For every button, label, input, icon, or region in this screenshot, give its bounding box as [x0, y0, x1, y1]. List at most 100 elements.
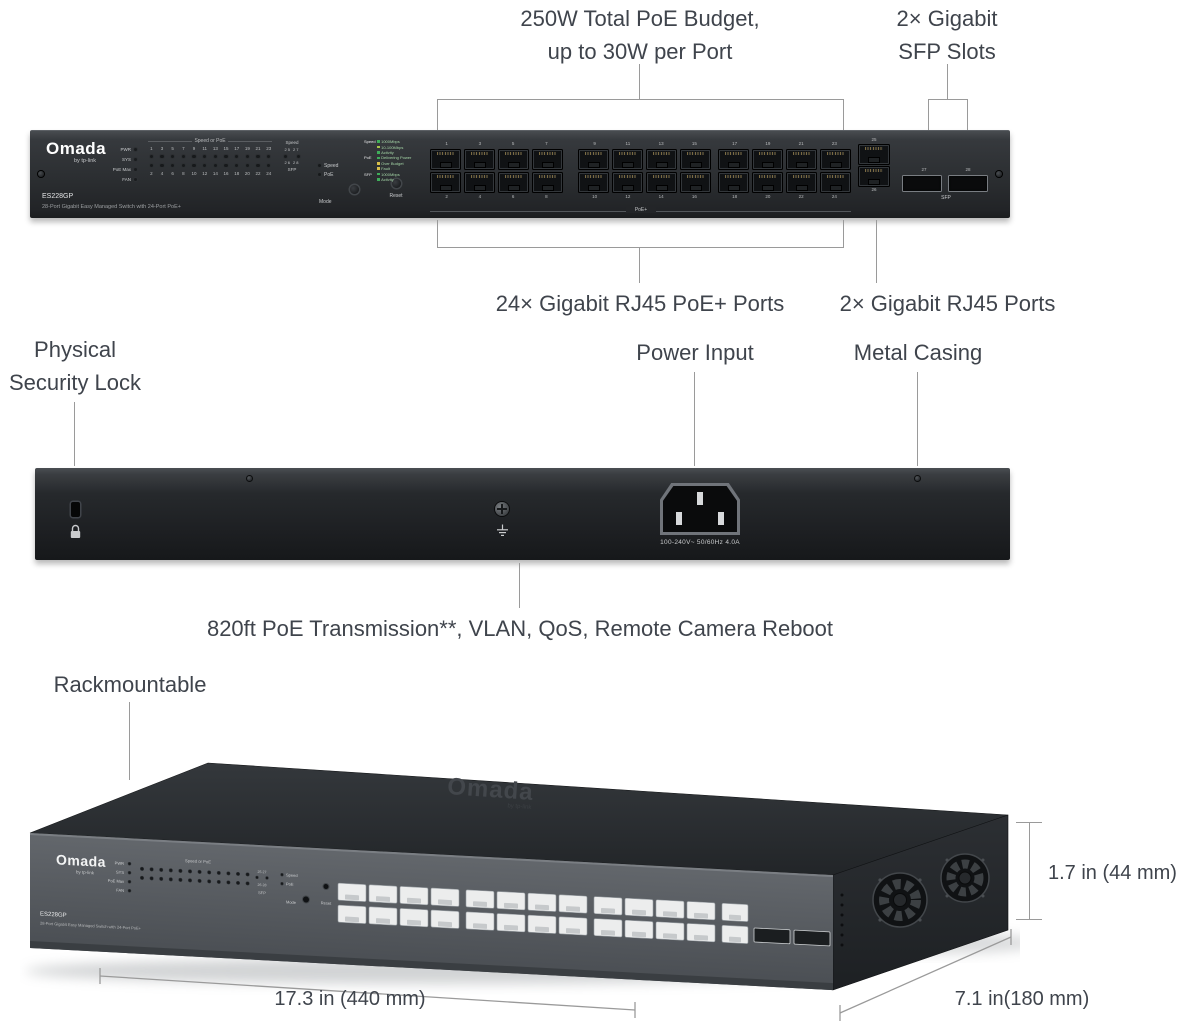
rj45-port [612, 172, 643, 193]
port-number: 3 [478, 141, 482, 146]
port-led [253, 161, 264, 170]
poe-budget-line1: 250W Total PoE Budget, [520, 6, 760, 31]
port-number-25: 25 [871, 137, 877, 142]
power-rating-label: 100-240V~ 50/60Hz 4.0A [660, 539, 740, 546]
legend-item-text: Over Budget [381, 160, 404, 166]
ground-screw [495, 502, 509, 516]
port-number: 21 [798, 141, 804, 146]
front-3d-ports [337, 882, 831, 947]
legend-group-label: PoE [364, 155, 372, 161]
callout-line [129, 702, 130, 780]
rj45-port-tab-3d [535, 926, 549, 933]
reset-button [392, 179, 401, 188]
led-grid-header: Speed or PoE [146, 137, 274, 145]
front-3d-sfp-led-block: 25 27 26 28 SFP [255, 870, 269, 895]
sfp-led-numbers-bottom: 26 28 [284, 160, 300, 165]
callout-line [74, 402, 75, 466]
rj45-port [612, 149, 643, 170]
callout-line [967, 99, 968, 130]
port-number: 10 [592, 194, 598, 199]
security-lock-line2: Security Lock [8, 370, 142, 395]
legend-color-square [377, 151, 380, 154]
sfp-led-block: Speed 25 27 26 28 SFP [279, 140, 305, 174]
front-3d-reset: Reset [321, 883, 332, 906]
reset-block: Reset [382, 179, 410, 199]
rj45-port-tab-3d [663, 933, 677, 939]
legend-row: Activity [364, 177, 426, 182]
power-pin [697, 492, 703, 505]
port-led-number: 10 [191, 171, 197, 176]
port-led-3d [140, 866, 144, 871]
dimension-line [1016, 919, 1042, 920]
side-vent-holes [840, 893, 844, 947]
port-number: 12 [625, 194, 631, 199]
rj45-port-tab-3d [345, 916, 359, 923]
port-led-3d [226, 871, 231, 876]
legend-group-label: Speed [364, 139, 376, 145]
led-row-2 [146, 161, 274, 170]
status-led-row: SYS [104, 154, 137, 164]
port-number: 7 [545, 141, 548, 146]
power-inlet [660, 483, 740, 535]
port-number: 2 [445, 194, 448, 199]
port-led [157, 161, 168, 170]
port-number: 19 [765, 141, 771, 146]
rj45-port-tab-3d [663, 911, 677, 917]
security-lock-line1: Physical [34, 337, 116, 362]
port-led-3d [245, 881, 250, 886]
status-led-label: PoE Max [108, 878, 124, 884]
rj45-port-25 [858, 144, 890, 165]
port-led-3d [159, 876, 164, 881]
port-led-number: 1 [150, 146, 153, 151]
port-led-3d [159, 867, 164, 872]
rj45-port [464, 172, 495, 193]
port-led [221, 152, 232, 161]
rj45-port [430, 149, 461, 170]
rj45-port-tab-3d [632, 909, 646, 916]
panel-screw [996, 171, 1002, 177]
port-led [157, 152, 168, 161]
callout-line [928, 99, 968, 100]
switch-3d-view: Omada by tp-link O [25, 762, 1020, 991]
port-led-number: 18 [234, 171, 240, 176]
rj45-ports-label: 2× Gigabit RJ45 Ports [839, 291, 1056, 316]
sfp-slot-label: SFP [941, 195, 951, 201]
rj45-port [498, 172, 529, 193]
sfp-led-numbers: 26 28 [258, 883, 267, 887]
port-led-number: 22 [255, 171, 261, 176]
sfp-number-28: 28 [965, 167, 971, 172]
sfp-led-label: SFP [258, 890, 266, 895]
port-led-3d [149, 867, 154, 872]
rackmountable-label: Rackmountable [53, 672, 207, 697]
rj45-port [680, 172, 711, 193]
rj45-port-tab-3d [438, 899, 452, 906]
switch-front-view: Omada by tp-link ES228GP 28-Port Gigabit… [30, 130, 1010, 218]
port-number: 4 [478, 194, 482, 199]
port-led [167, 152, 178, 161]
rj45-port [646, 149, 677, 170]
status-led-label: PWR [120, 146, 132, 152]
rj45-port [430, 172, 461, 193]
port-led-number: 19 [244, 146, 250, 151]
sfp-slot-block: 27 28 SFP [902, 167, 990, 201]
rj45-port-tab-3d [376, 896, 390, 902]
mode-poe-led: PoE [318, 170, 364, 179]
panel-screw [38, 171, 44, 177]
reset-button-label: Reset [321, 900, 332, 906]
status-led-row: FAN [104, 174, 137, 184]
front-face-base-edge [30, 941, 833, 991]
kensington-lock-slot [71, 502, 80, 517]
dimension-line [1029, 822, 1030, 919]
port-number: 16 [691, 194, 697, 199]
reset-button-label: Reset [389, 193, 403, 199]
port-led-number: 15 [223, 146, 229, 151]
callout-line [437, 99, 438, 130]
mode-speed-led: Speed [318, 161, 364, 170]
legend-color-square [377, 140, 380, 143]
